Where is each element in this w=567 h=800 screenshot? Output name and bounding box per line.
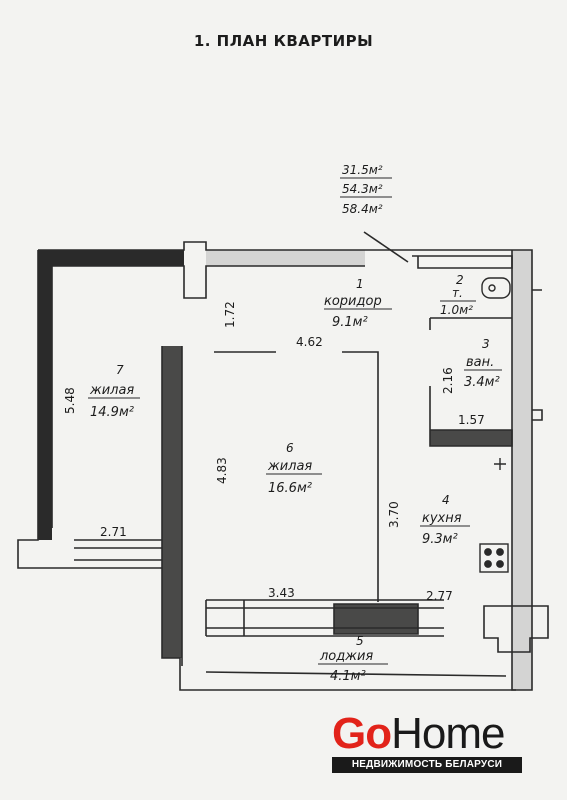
stove-icon — [479, 543, 509, 573]
wall-right-outer — [511, 249, 533, 691]
total-area: 54.3м² — [342, 182, 383, 196]
stove-burner-icon — [484, 548, 492, 556]
dim-1-57: 1.57 — [458, 413, 485, 427]
room-4-area: 9.3м² — [422, 532, 458, 547]
dim-5-48: 5.48 — [63, 387, 77, 414]
total-with-loggia: 58.4м² — [342, 202, 383, 216]
wall-top-left — [38, 241, 512, 251]
dim-1-72: 1.72 — [223, 301, 237, 328]
room-3-name: ван. — [466, 355, 494, 370]
dim-3-43: 3.43 — [268, 586, 295, 600]
wall-room6-top — [214, 351, 379, 602]
dim-4-62: 4.62 — [296, 335, 323, 349]
window-room6 — [206, 599, 444, 637]
room-2-name: т. — [452, 286, 463, 300]
room-5-name: лоджия — [319, 649, 373, 664]
toilet-bowl-icon — [488, 284, 496, 292]
room-2-number: 2 — [456, 273, 464, 287]
wall-top-inner — [52, 265, 365, 299]
toilet-icon — [481, 277, 511, 299]
wall-top-right — [412, 255, 513, 269]
stove-burner-icon — [496, 560, 504, 568]
stove-burner-icon — [484, 560, 492, 568]
room-4-number: 4 — [442, 493, 450, 507]
wall-fill-top — [38, 250, 184, 266]
dim-3-70: 3.70 — [387, 501, 401, 528]
window-room7 — [74, 539, 162, 561]
room-5-area: 4.1м² — [330, 669, 366, 684]
room-6-number: 6 — [286, 441, 294, 455]
room-1-number: 1 — [356, 277, 364, 291]
total-living-area: 31.5м² — [342, 163, 383, 177]
room-7-name: жилая — [89, 383, 134, 398]
wall-fill-balcony — [334, 604, 418, 634]
pointer-line — [363, 231, 409, 263]
plan-title: 1. ПЛАН КВАРТИРЫ — [193, 32, 374, 50]
outlet-mark-icon — [494, 458, 506, 470]
loggia-edge — [205, 671, 507, 677]
wall-fill-partition — [162, 346, 182, 658]
dim-2-16: 2.16 — [441, 367, 455, 394]
room-7-number: 7 — [116, 363, 124, 377]
room-2-area: 1.0м² — [440, 303, 473, 317]
room-3-area: 3.4м² — [464, 375, 500, 390]
room-1-name: коридор — [324, 294, 382, 309]
wall-fill-left — [38, 250, 52, 540]
wall-partition-7-6 — [161, 346, 516, 691]
wall-right-dash — [532, 289, 543, 421]
wall-fill-bath — [430, 430, 512, 446]
wall-fill-top2 — [206, 250, 365, 266]
room-7-area: 14.9м² — [90, 405, 134, 420]
logo-tagline: НЕДВИЖИМОСТЬ БЕЛАРУСИ — [332, 757, 522, 773]
room-3-number: 3 — [482, 337, 490, 351]
logo-wordmark: GoHome — [332, 709, 505, 758]
gohome-logo: GoHome НЕДВИЖИМОСТЬ БЕЛАРУСИ — [332, 712, 524, 774]
dim-4-83: 4.83 — [215, 457, 229, 484]
room-1-area: 9.1м² — [332, 315, 368, 330]
room-5-number: 5 — [356, 634, 364, 648]
stove-burner-icon — [496, 548, 504, 556]
wall-fill-right — [512, 250, 532, 690]
dim-2-71: 2.71 — [100, 525, 127, 539]
room-6-name: жилая — [267, 459, 312, 474]
dim-2-77: 2.77 — [426, 589, 453, 603]
room-6-area: 16.6м² — [268, 481, 312, 496]
room-4-name: кухня — [422, 511, 462, 526]
wall-kitchen-low — [483, 605, 549, 653]
